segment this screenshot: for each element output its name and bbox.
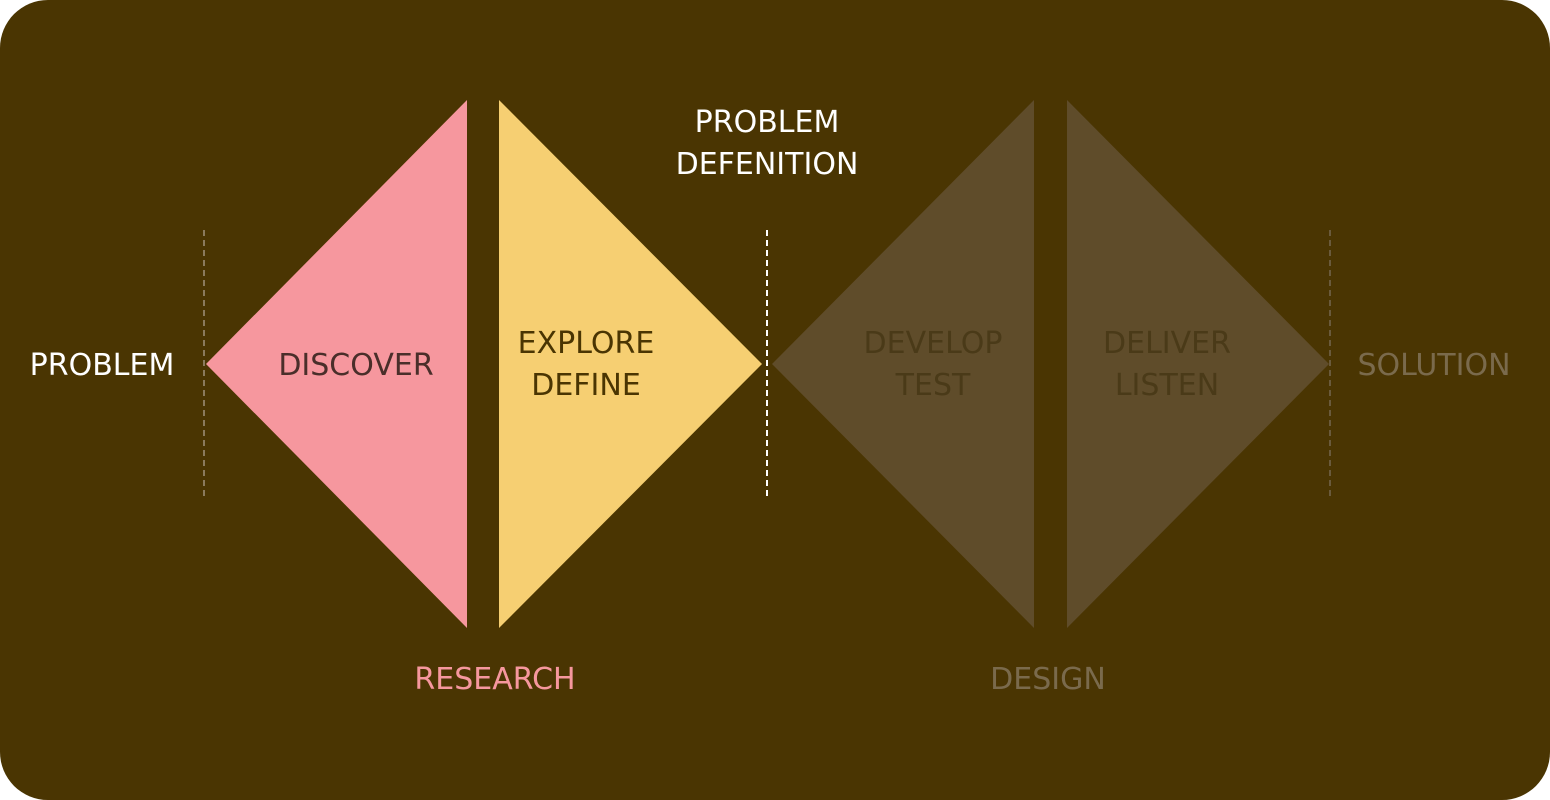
develop-label: DEVELOP [863,326,1003,361]
deliver-listen-triangle [1067,100,1329,628]
problem-definition-label: PROBLEM DEFENITION [676,102,859,186]
discover-label: DISCOVER [278,348,434,383]
deliver-listen-label: DELIVER LISTEN [1103,323,1231,407]
research-label: RESEARCH [414,662,576,697]
deliver-label: DELIVER [1103,326,1231,361]
listen-label: LISTEN [1114,368,1220,403]
problem-definition-line-2: DEFENITION [675,147,859,182]
develop-test-label: DEVELOP TEST [864,323,1003,407]
problem-definition-line-1: PROBLEM [694,105,840,140]
problem-label: PROBLEM [29,348,175,383]
discover-triangle [206,100,467,628]
solution-label: SOLUTION [1357,348,1511,383]
test-label: TEST [895,368,971,403]
develop-test-triangle [772,100,1034,628]
define-label: DEFINE [531,368,641,403]
design-label: DESIGN [990,662,1106,697]
explore-define-triangle [499,100,762,628]
explore-label: EXPLORE [517,326,655,361]
explore-define-label: EXPLORE DEFINE [518,323,655,407]
